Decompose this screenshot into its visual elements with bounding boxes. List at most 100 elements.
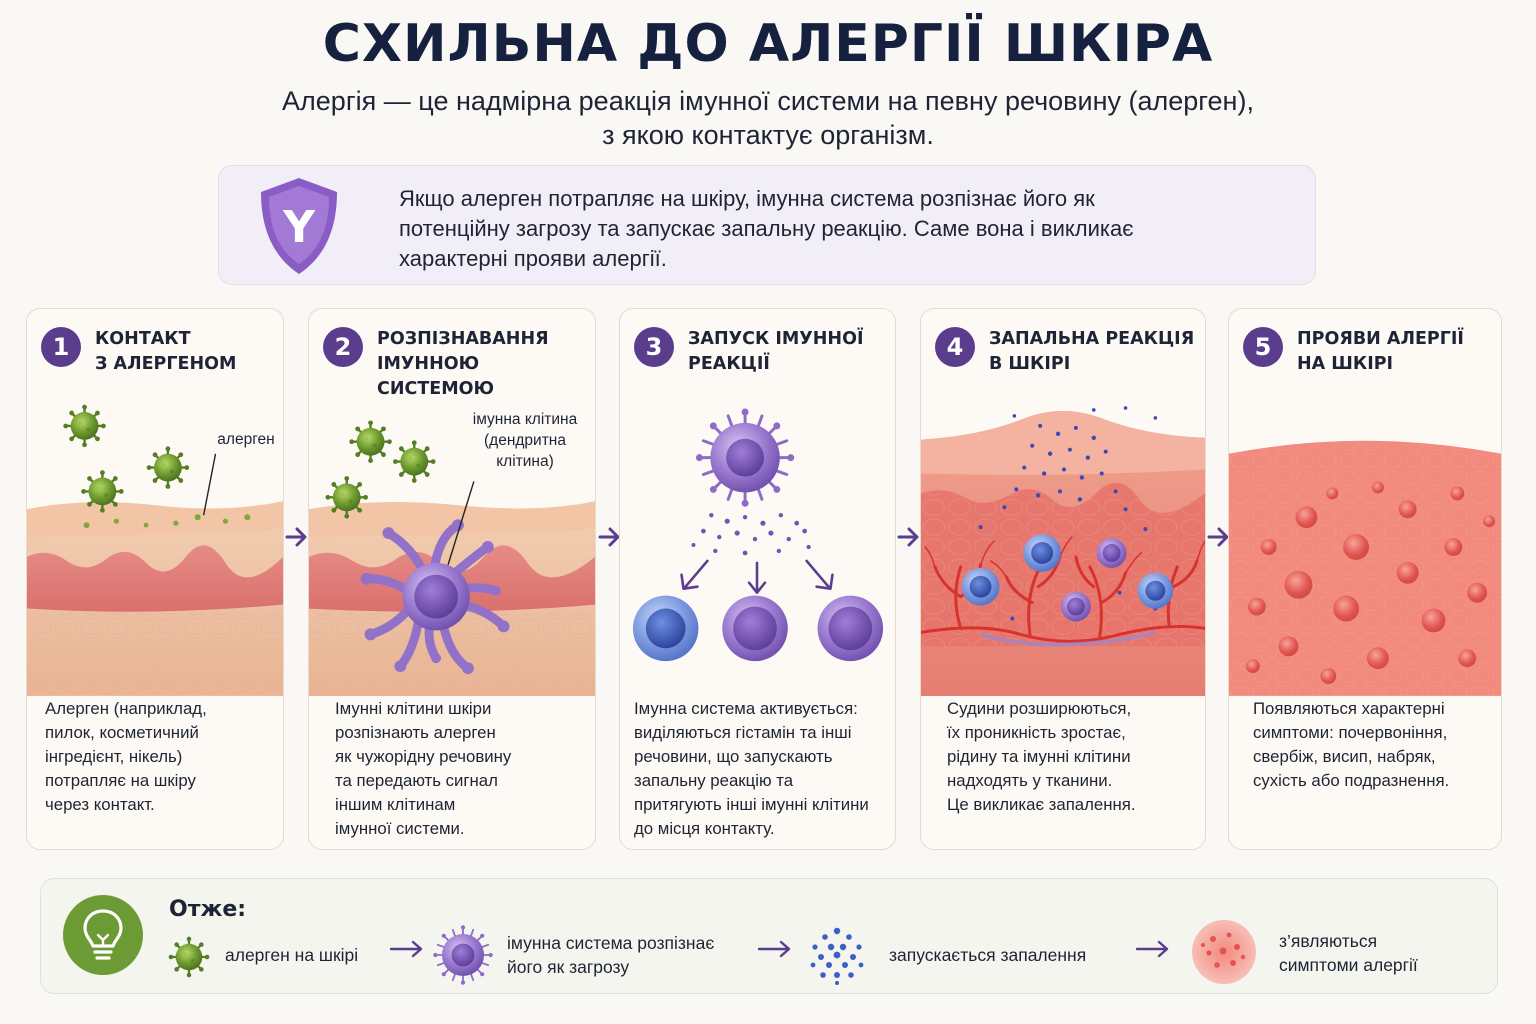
rash-icon (1192, 920, 1256, 984)
particles-icon (810, 927, 864, 985)
summary-item-inflammation: запускається запалення (889, 943, 1086, 967)
lightbulb-icon (63, 895, 143, 975)
info-line-2: потенційну загрозу та запускає запальну … (399, 216, 1134, 241)
shield-icon: Y (261, 178, 337, 274)
desc-line: іншим клітинам (335, 795, 456, 814)
immune-cell-icon (433, 925, 493, 985)
desc-line: запальну реакцію та (634, 771, 794, 790)
desc-line: до місця контакту. (634, 819, 775, 838)
desc-line: свербіж, висип, набряк, (1253, 747, 1436, 766)
desc-line: потрапляє на шкіру (45, 771, 196, 790)
info-line-1: Якщо алерген потрапляє на шкіру, імунна … (399, 186, 1095, 211)
rash-illustration (1229, 440, 1501, 696)
summary-line: імунна система розпізнає (507, 933, 715, 953)
step-title-line: ЗАПАЛЬНА РЕАКЦІЯ (989, 329, 1195, 349)
immune-cell-icon (961, 567, 1000, 606)
desc-line: виділяються гістамін та інші (634, 723, 852, 742)
desc-line: пилок, косметичний (45, 723, 199, 742)
desc-line: речовини, що запускають (634, 747, 833, 766)
desc-line: симптоми: почервоніння, (1253, 723, 1448, 742)
desc-line: притягують інші імунні клітини (634, 795, 869, 814)
recognition-illustration (309, 419, 595, 696)
particles-icon (970, 406, 1158, 621)
step-title: ЗАПАЛЬНА РЕАКЦІЯ В ШКІРІ (989, 327, 1199, 377)
immune-cell-icon (817, 595, 884, 662)
step-description: Судини розширюються, їх проникність зрос… (947, 697, 1197, 817)
summary-line: симптоми алергії (1279, 955, 1418, 975)
immune-cell-icon (1023, 534, 1062, 572)
arrow-right-icon (598, 527, 620, 547)
step-card-1: 1 КОНТАКТ З АЛЕРГЕНОМ алерген Алерген (н… (26, 308, 284, 850)
summary-line: з’являються (1279, 931, 1378, 951)
particles-icon (691, 513, 811, 556)
allergen-label: алерген (217, 431, 275, 448)
desc-line: їх проникність зростає, (947, 723, 1126, 742)
allergen-icon (348, 419, 394, 465)
allergen-icon (145, 445, 191, 491)
step-title: РОЗПІЗНАВАННЯ ІМУННОЮ СИСТЕМОЮ (377, 327, 589, 402)
summary-box: Отже: алерген на шкірі імунна система ро… (40, 878, 1498, 994)
desc-line: Імунна система активується: (634, 699, 858, 718)
step-number: 2 (323, 327, 363, 367)
immune-cell-icon (632, 595, 699, 662)
arrow-right-icon (757, 940, 791, 958)
inflammation-illustration (921, 406, 1205, 696)
step-title: ПРОЯВИ АЛЕРГІЇ НА ШКІРІ (1297, 327, 1495, 377)
desc-line: розпізнають алерген (335, 723, 496, 742)
step-description: Появляються характерні симптоми: почерво… (1253, 697, 1493, 793)
step-title-line: РЕАКЦІЇ (688, 354, 770, 374)
annotation-line: клітина) (496, 453, 554, 470)
arrow-right-icon (1135, 940, 1169, 958)
annotation-line: (дендритна (484, 432, 566, 449)
desc-line: та передають сигнал (335, 771, 498, 790)
step-title-line: ІМУННОЮ СИСТЕМОЮ (377, 354, 495, 399)
summary-item-recognition: імунна система розпізнає його як загрозу (507, 931, 714, 979)
immune-cell-icon (722, 595, 788, 662)
summary-item-allergen: алерген на шкірі (225, 943, 358, 967)
info-line-3: характерні прояви алергії. (399, 246, 667, 271)
immune-cell-label: імунна клітина (дендритна клітина) (457, 409, 593, 472)
step-title-line: ЗАПУСК ІМУННОЇ (688, 329, 864, 349)
step-card-4: 4 ЗАПАЛЬНА РЕАКЦІЯ В ШКІРІ (920, 308, 1206, 850)
desc-line: Алерген (наприклад, (45, 699, 207, 718)
desc-line: Появляються характерні (1253, 699, 1445, 718)
desc-line: рідину та імунні клітини (947, 747, 1131, 766)
rash-bumps (1245, 481, 1496, 684)
shield-letter: Y (282, 202, 316, 253)
step-description: Імунні клітини шкіри розпізнають алерген… (335, 697, 587, 841)
step-title-line: НА ШКІРІ (1297, 354, 1394, 374)
dendritic-cell-icon (360, 519, 510, 675)
step-title: ЗАПУСК ІМУННОЇ РЕАКЦІЇ (688, 327, 889, 377)
step-card-2: 2 РОЗПІЗНАВАННЯ ІМУННОЮ СИСТЕМОЮ (308, 308, 596, 850)
step-title-line: КОНТАКТ (95, 329, 191, 349)
step-description: Алерген (наприклад, пилок, косметичний і… (45, 697, 275, 817)
arrow-right-icon (285, 527, 307, 547)
subtitle-line-2: з якою контактує організм. (602, 120, 934, 150)
info-text: Якщо алерген потрапляє на шкіру, імунна … (399, 184, 1279, 274)
desc-line: сухість або подразнення. (1253, 771, 1450, 790)
immune-cell-icon (1061, 591, 1091, 622)
desc-line: через контакт. (45, 795, 155, 814)
desc-line: Імунні клітини шкіри (335, 699, 492, 718)
allergen-icon (62, 403, 107, 449)
subtitle-line-1: Алергія — це надмірна реакція імунної си… (282, 86, 1254, 116)
page-subtitle: Алергія — це надмірна реакція імунної си… (0, 84, 1536, 152)
desc-line: інгредієнт, нікель) (45, 747, 183, 766)
step-title: КОНТАКТ З АЛЕРГЕНОМ (95, 327, 277, 377)
desc-line: імунної системи. (335, 819, 465, 838)
arrow-right-icon (389, 940, 423, 958)
activated-cell-icon (694, 407, 796, 509)
summary-line: запускається запалення (889, 945, 1087, 965)
step-number: 1 (41, 327, 81, 367)
contact-illustration (27, 403, 283, 696)
desc-line: надходять у тканини. (947, 771, 1113, 790)
step-title-line: З АЛЕРГЕНОМ (95, 354, 237, 374)
step-description: Імунна система активується: виділяються … (634, 697, 887, 841)
desc-line: Судини розширюються, (947, 699, 1132, 718)
step-title-line: ПРОЯВИ АЛЕРГІЇ (1297, 329, 1464, 349)
step-card-5: 5 ПРОЯВИ АЛЕРГІЇ НА ШКІРІ Появляються ха… (1228, 308, 1502, 850)
allergen-icon (167, 935, 211, 979)
summary-line: його як загрозу (507, 957, 630, 977)
summary-item-symptoms: з’являються симптоми алергії (1279, 929, 1418, 977)
info-box: Y Якщо алерген потрапляє на шкіру, імунн… (218, 165, 1316, 285)
